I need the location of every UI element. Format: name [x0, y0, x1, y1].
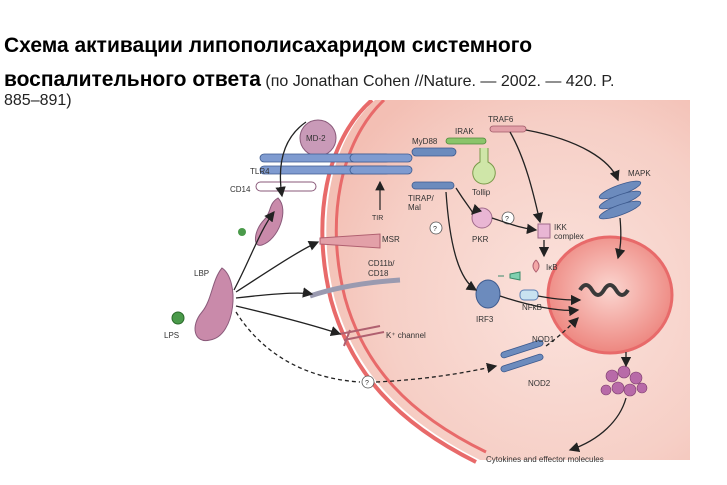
label-mal: Mal [408, 203, 421, 212]
ref-sep: // [410, 73, 424, 90]
arrows [233, 121, 632, 453]
question-icon-pkr [501, 211, 515, 225]
label-tir: TIR [372, 215, 383, 222]
kchannel-icon [339, 325, 385, 347]
label-nod2: NOD2 [528, 379, 551, 388]
label-myd88: MyD88 [412, 137, 438, 146]
cell-membrane-inner [334, 100, 487, 454]
mapk-icon [598, 180, 642, 220]
pkr-icon [471, 207, 493, 229]
irf3-icon [475, 279, 501, 309]
q-nod: ? [365, 380, 369, 387]
label-msr: MSR [382, 235, 400, 244]
nfkb-icon [519, 289, 539, 301]
label-cytokines: Cytokines and effector molecules [486, 455, 604, 464]
label-ikk-complex: complex [554, 232, 584, 241]
cd14-bar [255, 181, 317, 192]
label-cd14: CD14 [230, 185, 251, 194]
label-ikb: IκB [546, 263, 558, 272]
cytokine-molecules-icon [600, 365, 648, 397]
lps-activation-diagram: MD-2 TLR4 CD14 MyD88 IRAK TRAF6 Tollip T… [164, 100, 690, 464]
cd14-anchor [255, 197, 284, 246]
lps-on-cd14 [238, 228, 246, 236]
label-nfkb: NFκB [522, 303, 542, 312]
tirap-bar [411, 181, 455, 190]
label-md2: MD-2 [306, 134, 326, 143]
nfkb-complex-icon [498, 271, 521, 281]
irak-bar [445, 137, 487, 145]
ref-author-link[interactable]: Jonathan Cohen [292, 73, 411, 90]
cytoplasm [326, 100, 690, 460]
cell-membrane-outer [320, 100, 477, 464]
title-text-1: Схема активации [4, 34, 189, 57]
nod2-icon [500, 353, 544, 373]
nucleus [546, 235, 674, 355]
label-tlr4: TLR4 [250, 167, 270, 176]
label-lbp: LBP [194, 269, 209, 278]
nod1-icon [500, 339, 544, 359]
ikk-icon [537, 223, 551, 239]
q-pkr: ? [505, 216, 509, 223]
label-tollip: Tollip [472, 188, 491, 197]
page-title-line2: воспалительного ответа (по Jonathan Cohe… [4, 64, 724, 98]
page-title: Схема активации липополисахаридом систем… [4, 30, 724, 64]
dna-icon [578, 283, 630, 297]
label-nod1: NOD1 [532, 335, 555, 344]
label-traf6: TRAF6 [488, 115, 514, 124]
question-icon-nod [361, 375, 375, 389]
ref-pages: 885–891) [4, 92, 72, 109]
tollip-icon [472, 148, 496, 185]
msr-icon [319, 233, 381, 249]
ref-rest: — 2002. — 420. P. [475, 73, 615, 90]
lps-icon [171, 311, 185, 325]
lbp-icon [194, 267, 234, 342]
title-block: Схема активации липополисахаридом систем… [4, 30, 724, 98]
label-tirap: TIRAP/ [408, 194, 435, 203]
title-text-3: воспалительного ответа [4, 68, 261, 91]
question-icon-tirap [429, 221, 443, 235]
myd88-bar [411, 147, 457, 157]
label-irf3: IRF3 [476, 315, 494, 324]
label-mapk: MAPK [628, 169, 651, 178]
traf6-bar [489, 125, 527, 133]
label-pkr: PKR [472, 235, 489, 244]
label-cd18: CD18 [368, 269, 389, 278]
label-lps: LPS [164, 331, 179, 340]
tlr4-receptor [259, 153, 413, 175]
label-ikk: IKK [554, 223, 568, 232]
title-text-2: системного [405, 34, 533, 57]
label-kchannel: K⁺ channel [386, 331, 426, 340]
cd11b-icon [309, 277, 401, 299]
title-text-spell: липополисахаридом [188, 34, 406, 57]
ikb-icon [532, 259, 540, 273]
label-irak: IRAK [455, 127, 474, 136]
q-tirap: ? [433, 226, 437, 233]
ref-open: (по [260, 73, 293, 90]
label-cd11b: CD11b/ [368, 259, 395, 268]
ref-journal-link[interactable]: Nature. [423, 73, 476, 90]
